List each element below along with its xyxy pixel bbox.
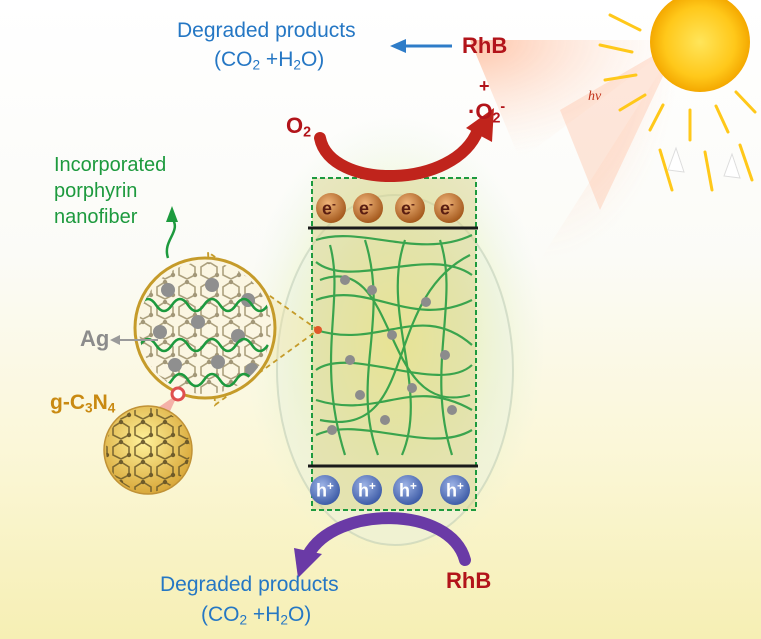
text-part: 3 [85,400,93,416]
nanofiber-pointer [165,217,176,259]
text-part: h [446,480,457,501]
text-part: h [316,480,327,501]
text-part: h [358,480,369,501]
text-part: 2 [239,612,248,628]
superoxide-label: ·O2- [468,100,505,126]
electron-label: e- [401,198,415,219]
text-part: e [401,198,412,219]
electron-particle [353,193,383,223]
text-part: 2 [252,57,261,73]
nanofiber-pointer-head [166,206,178,222]
text-part: + [457,480,464,493]
nanofiber-label-line2: porphyrin [54,180,138,202]
ag-label: Ag [80,326,110,351]
text-part: O) [287,603,312,626]
text-part: +H [260,48,294,71]
light-cone-icon [723,152,741,179]
sun-icon [650,0,750,92]
text-part: - [332,198,336,211]
nanofiber-label-line1: Incorporated [54,154,167,176]
oxygen-label: O2 [286,115,311,140]
oxygen-reduction-arrow [314,124,484,182]
text-part: 2 [280,612,288,628]
silver-particles [327,275,457,435]
electron-particle [434,193,464,223]
gcn-hotspot [170,386,186,402]
sun-spikes [598,13,757,192]
gcn-label: g-C3N4 [50,392,115,415]
text-part: (CO [201,603,240,626]
text-part: 2 [303,124,312,141]
light-cone-icon [667,146,685,173]
gcn-lattice [106,408,190,492]
hole-particle [352,475,382,505]
text-part: 4 [107,400,116,416]
rhb-oxidation-arrow [302,512,471,566]
text-part: 2 [492,110,501,127]
text-part: + [410,480,417,493]
electron-label: e- [359,198,373,219]
electron-label: e- [440,198,454,219]
hole-label: h+ [316,480,334,501]
bottom-rhb-label: RhB [446,568,492,593]
hv-label: hv [588,89,602,104]
text-part: N [92,391,108,414]
text-part: e [359,198,370,219]
nanofiber-label-line3: nanofiber [54,206,138,228]
text-part: - [450,198,454,211]
rhb-oxidation-arrowhead [294,548,322,578]
electron-particle [395,193,425,223]
text-part: - [500,99,506,115]
text-part: + [327,480,334,493]
zoom-origin [314,326,322,334]
hole-label: h+ [399,480,417,501]
top-rhb-label: RhB [462,33,508,58]
hole-particle [440,475,470,505]
electron-particle [316,193,346,223]
hole-label: h+ [446,480,464,501]
superoxide-plus: + [479,76,490,96]
hole-particle [393,475,423,505]
text-part: h [399,480,410,501]
top-products-line1: Degraded products [177,19,356,42]
text-part: 2 [293,57,301,73]
bottom-products-line2: (CO2 +H2O) [201,604,311,627]
top-products-line2: (CO2 +H2O) [214,49,324,72]
text-part: e [440,198,451,219]
top-degradation-arrowhead [390,39,406,53]
hole-label: h+ [358,480,376,501]
text-part: g-C [50,391,85,414]
ag-pointer-head [110,335,120,345]
text-part: +H [247,603,281,626]
bottom-products-line1: Degraded products [160,573,339,596]
text-part: + [369,480,376,493]
text-part: O [475,98,493,124]
hole-particle [310,475,340,505]
text-part: (CO [214,48,253,71]
nanofiber-lattice [139,262,271,394]
text-part: - [369,198,373,211]
text-part: - [411,198,415,211]
text-part: O [286,113,304,138]
electron-label: e- [322,198,336,219]
text-part: · [468,98,476,124]
text-part: e [322,198,333,219]
text-part: O) [300,48,325,71]
oxygen-reduction-arrowhead [466,108,494,142]
